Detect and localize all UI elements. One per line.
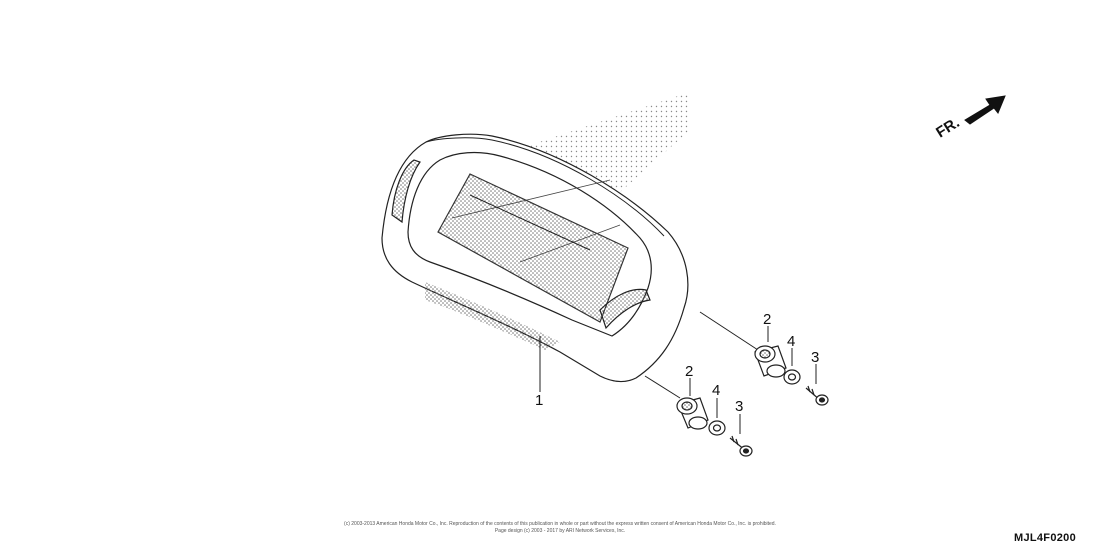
meter-shading-lower: [425, 282, 560, 350]
callout-collar-right[interactable]: 4: [787, 333, 795, 350]
collar-right[interactable]: [783, 369, 801, 385]
callout-grommet-right[interactable]: 2: [763, 311, 771, 328]
meter-left-pod: [391, 159, 421, 224]
callout-screw-right[interactable]: 3: [811, 349, 819, 366]
copyright-notice: (c) 2003-2013 American Honda Motor Co., …: [200, 521, 920, 535]
copyright-line-1: (c) 2003-2013 American Honda Motor Co., …: [344, 521, 776, 527]
front-direction-indicator: FR.: [933, 95, 1006, 141]
meter-assembly[interactable]: [381, 92, 690, 383]
meter-right-pod: [599, 288, 651, 330]
callout-meter[interactable]: 1: [535, 392, 543, 409]
screw-left[interactable]: [729, 435, 753, 457]
diagram-code: MJL4F0200: [1013, 532, 1076, 544]
collar-left[interactable]: [708, 420, 726, 436]
leader-lines: [539, 311, 817, 434]
grommet-right[interactable]: [754, 345, 787, 378]
callout-screw-left[interactable]: 3: [735, 398, 743, 415]
copyright-line-2: Page design (c) 2003 - 2017 by ARI Netwo…: [494, 528, 626, 534]
front-arrow-icon: [964, 95, 1006, 125]
screw-right[interactable]: [805, 385, 829, 406]
callout-collar-left[interactable]: 4: [712, 382, 720, 399]
front-label: FR.: [933, 114, 963, 141]
callout-grommet-left[interactable]: 2: [685, 363, 693, 380]
leader-right-mount: [699, 311, 759, 351]
grommet-left[interactable]: [676, 397, 709, 430]
meter-screen: [437, 173, 629, 323]
leader-left-mount: [644, 375, 681, 399]
